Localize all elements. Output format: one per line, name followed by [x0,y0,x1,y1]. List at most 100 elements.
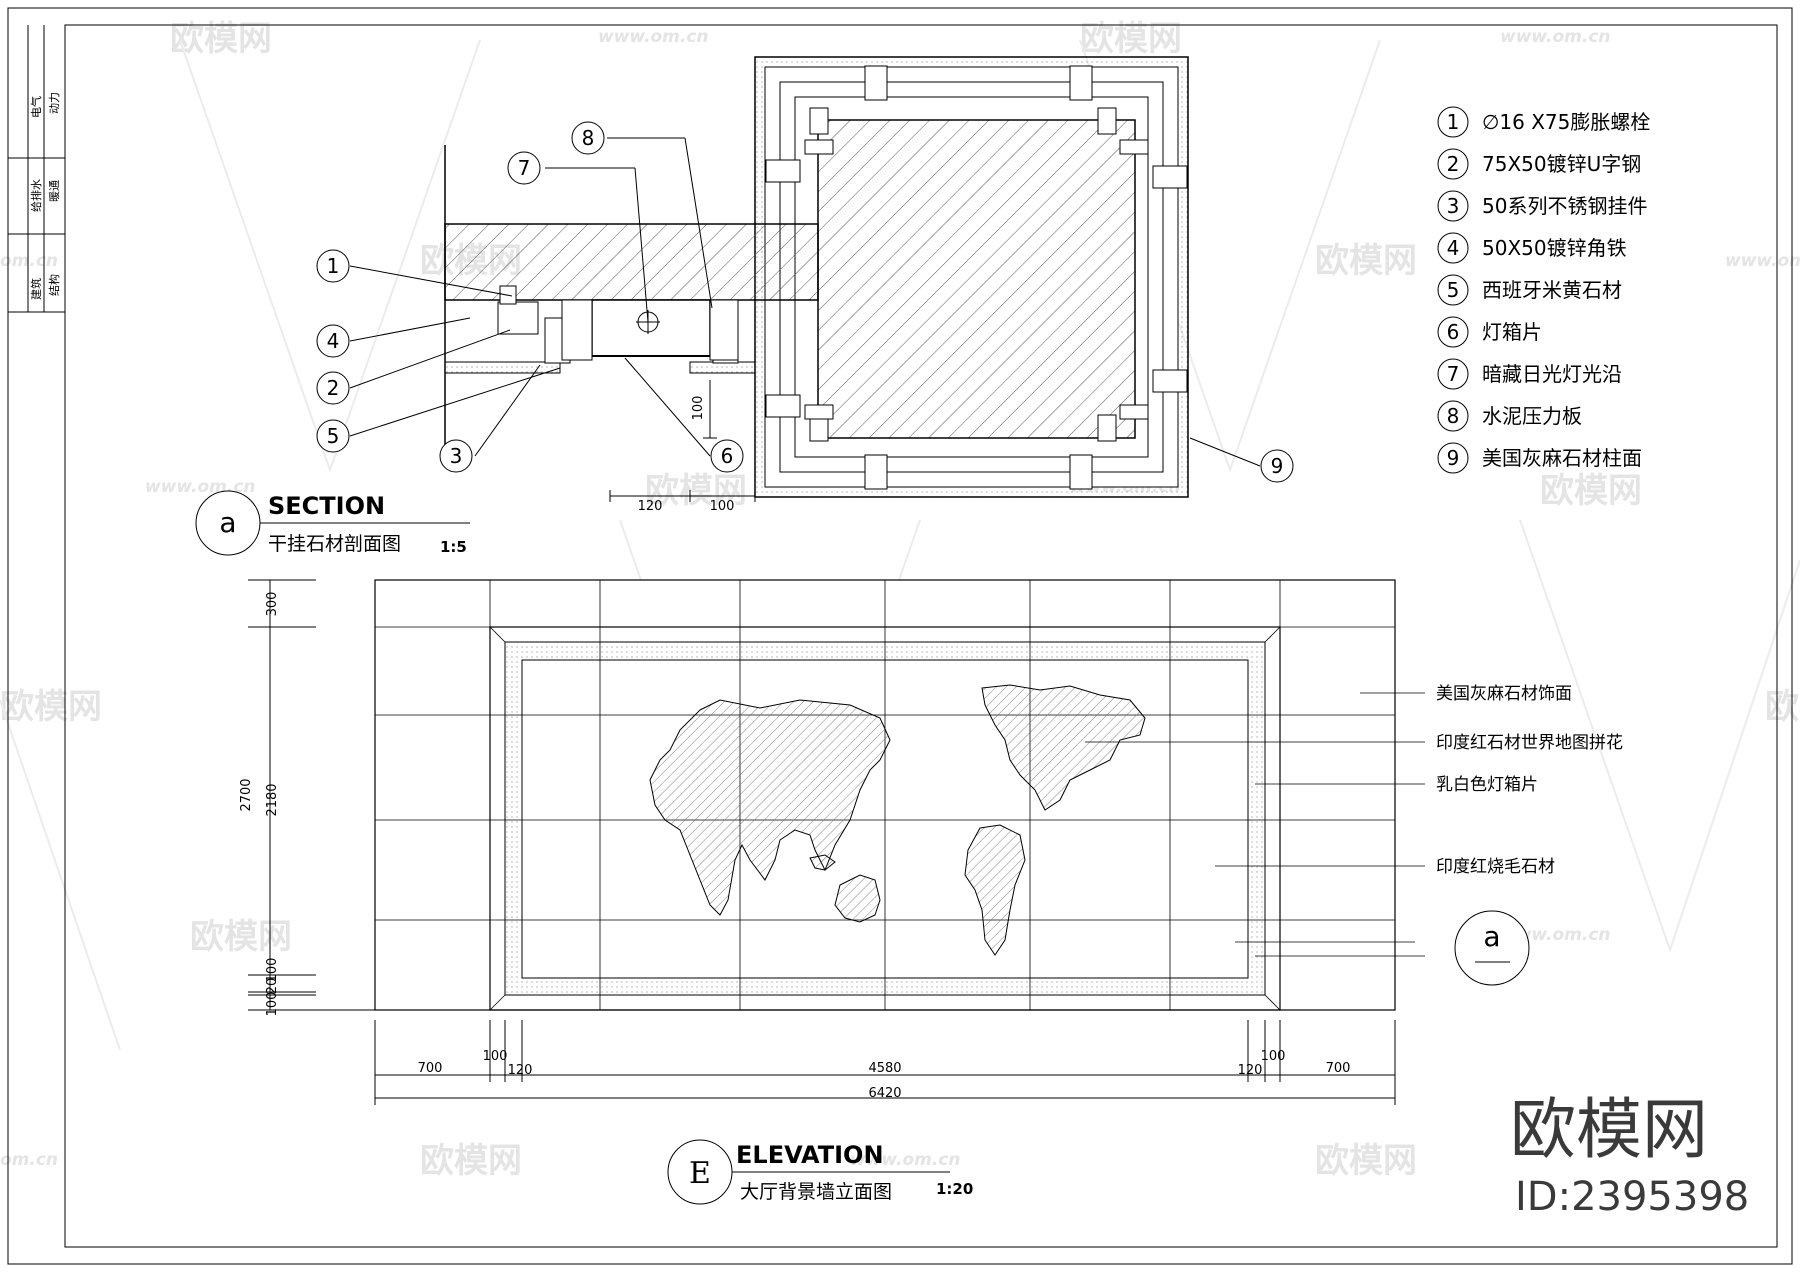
elevation-label: 印度红烧毛石材 [1436,857,1555,877]
legend-label: 50X50镀锌角铁 [1482,236,1627,260]
elevation-label: 美国灰麻石材饰面 [1436,684,1572,704]
legend-label: 灯箱片 [1482,320,1542,344]
callout-number: 2 [327,376,340,400]
legend-label: 美国灰麻石材柱面 [1482,446,1642,470]
callout-number: 9 [1271,454,1284,478]
legend-label: 暗藏日光灯光沿 [1482,362,1622,386]
side-label: 电气 [29,96,43,118]
side-label: 建筑 [29,278,43,300]
world-map-inlay [649,684,1146,956]
legend-label: 75X50镀锌U字钢 [1482,152,1641,176]
dim-label: 100 [483,1049,508,1064]
brand-id: ID:2395398 [1515,1174,1749,1220]
watermark-url: www.om.cn [1500,27,1611,47]
dim-label: 2180 [265,783,280,816]
watermark-text: 欧模网 [1765,687,1800,727]
callout-number: 4 [327,329,340,353]
side-label: 给排水 [29,179,43,212]
dim-label: 100 [265,958,280,983]
callout-number: 1 [327,254,340,278]
dim-label: 2700 [239,778,254,811]
watermark-text: 欧模网 [170,19,272,59]
legend-label: 西班牙米黄石材 [1482,278,1622,302]
section-ref-letter: a [219,506,236,539]
elevation-ref-letter: E [689,1156,711,1191]
section-scale: 1:5 [440,538,467,556]
callout-number: 7 [518,156,531,180]
callout-number: 3 [450,444,463,468]
section-title-block: a SECTION 干挂石材剖面图 1:5 [195,490,470,556]
dim-label: 20 [265,978,280,995]
elevation-title-block: E ELEVATION 大厅背景墙立面图 1:20 [667,1139,973,1205]
legend-item: 1 ∅16 X75膨胀螺栓 [1437,106,1650,138]
dim-label: 700 [418,1061,443,1076]
watermark-url: www.om.cn [598,27,709,47]
section-drawing: 1 4 2 5 3 7 8 6 9 100 120 [316,56,1294,514]
dim-label: 6420 [868,1086,901,1101]
legend-number: 5 [1447,278,1460,302]
side-label: 暖通 [48,180,61,202]
watermark-text: 欧模网 [420,1141,522,1181]
dim-label: 120 [508,1063,533,1078]
watermark-text: 欧模网 [1315,241,1417,281]
legend-item: 5 西班牙米黄石材 [1437,274,1622,306]
watermark-url: om.cn [0,251,58,271]
dim-label: 100 [710,499,735,514]
dim-label: 120 [1238,1063,1263,1078]
brand-block: 欧模网 ID:2395398 [1510,1091,1749,1220]
section-subtitle: 干挂石材剖面图 [268,533,401,555]
elevation-subtitle: 大厅背景墙立面图 [740,1181,892,1203]
legend-item: 2 75X50镀锌U字钢 [1437,148,1641,180]
dim-label: 700 [1326,1061,1351,1076]
legend-item: 6 灯箱片 [1437,316,1542,348]
callout-number: 6 [721,444,734,468]
dim-label: 120 [638,499,663,514]
legend-number: 3 [1447,194,1460,218]
legend-number: 6 [1447,320,1460,344]
concrete-core [817,119,1136,439]
watermark-text: 欧模网 [1540,471,1642,511]
section-marker: a [1454,910,1530,986]
watermark-text: 欧模网 [190,917,292,957]
legend-item: 8 水泥压力板 [1437,400,1582,432]
dim-label: 100 [1261,1049,1286,1064]
watermark-url: om.cn [0,1150,58,1170]
section-callouts: 1 4 2 5 3 7 8 6 9 [316,121,1294,483]
watermark-text: 欧模网 [0,687,102,727]
watermark-url: www.om.cn [850,1150,961,1170]
legend-label: 水泥压力板 [1482,404,1582,428]
legend-number: 2 [1447,152,1460,176]
callout-number: 5 [327,424,340,448]
elevation-title: ELEVATION [736,1141,884,1169]
legend-item: 3 50系列不锈钢挂件 [1437,190,1647,222]
dim-label: 100 [265,992,280,1017]
legend-number: 8 [1447,404,1460,428]
sheet-frame [7,7,1793,1265]
section-title: SECTION [268,492,385,520]
elevation-scale: 1:20 [936,1180,973,1198]
elevation-drawing: 美国灰麻石材饰面 印度红石材世界地图拼花 乳白色灯箱片 印度红烧毛石材 a 27… [239,579,1623,1105]
legend-number: 4 [1447,236,1460,260]
legend-number: 1 [1447,110,1460,134]
side-label: 动力 [48,92,61,114]
side-panel [8,25,65,313]
legend-item: 9 美国灰麻石材柱面 [1437,442,1642,474]
elevation-label: 乳白色灯箱片 [1436,775,1538,795]
dim-label: 300 [265,592,280,617]
watermark-text: 欧模网 [645,471,747,511]
legend-number: 9 [1447,446,1460,470]
watermark-text: 欧模网 [1315,1141,1417,1181]
callout-number: 8 [582,126,595,150]
legend-number: 7 [1447,362,1460,386]
legend-item: 7 暗藏日光灯光沿 [1437,358,1622,390]
legend-label: ∅16 X75膨胀螺栓 [1482,110,1650,134]
side-label: 结构 [47,274,61,296]
light-box [591,299,711,357]
dim-label: 4580 [868,1061,901,1076]
brand-name: 欧模网 [1510,1091,1708,1168]
watermark-text: 欧模网 [1080,19,1182,59]
dim-label: 100 [691,396,706,421]
watermark-url: www.om.cn [1725,251,1800,271]
legend-label: 50系列不锈钢挂件 [1482,194,1647,218]
